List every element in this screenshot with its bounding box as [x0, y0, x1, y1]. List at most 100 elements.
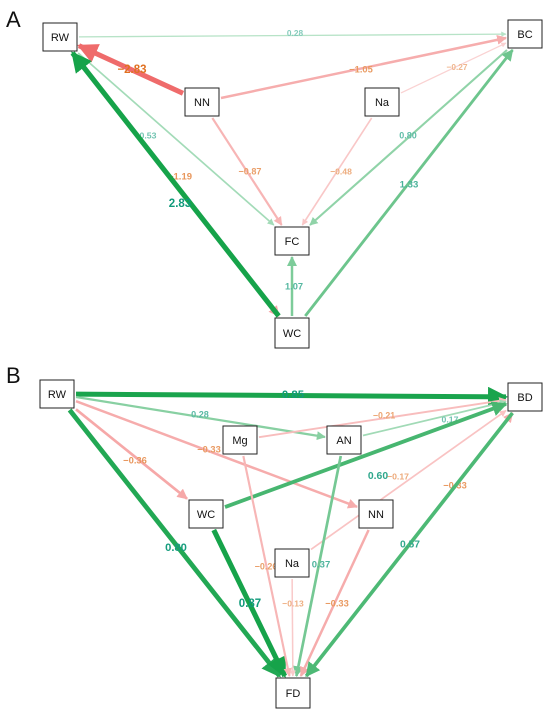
panel-a-edges: 0.28 −2.83 −1.05 −0.27 0.53 −1.19 2.83 −0.87 −0.…	[70, 28, 514, 318]
edge-rw-to-wc-label: −0.36	[123, 454, 147, 465]
node-fd-label: FD	[286, 688, 301, 700]
node-bd: BD	[507, 382, 543, 412]
edge-rw-to-bc-label: 0.28	[287, 28, 304, 38]
edge-rw-to-an	[75, 395, 326, 441]
edge-an-to-bd-label: 0.17	[442, 414, 459, 424]
node-na-label: Na	[375, 97, 390, 109]
node-rw-box	[39, 379, 75, 409]
edge-wc-to-bc-label: 1.33	[400, 180, 419, 191]
node-fd: FD	[275, 677, 311, 709]
edge-mg-to-fd	[242, 455, 293, 677]
edge-na-to-fd-label: −0.13	[282, 598, 304, 608]
edge-na-to-bd	[310, 409, 507, 551]
edge-na-to-bc	[400, 42, 507, 94]
edge-na-to-bd-label: −0.17	[387, 471, 409, 481]
edge-na-to-fc	[301, 117, 373, 226]
edge-wc-to-bd-label: 0.60	[368, 471, 388, 482]
node-na: Na	[274, 548, 310, 578]
edge-rw-to-nn-label: −0.33	[197, 444, 221, 454]
panel-b-letter: B	[6, 363, 21, 388]
edge-nn-to-fc	[211, 117, 283, 226]
edge-mg-to-bd-label: −0.21	[373, 410, 395, 420]
edge-an-to-fd-label: 0.37	[312, 560, 331, 571]
node-rw-label: RW	[48, 389, 67, 401]
node-wc: WC	[274, 317, 310, 349]
edge-rw-to-bd	[75, 386, 508, 407]
node-fd-box	[275, 677, 311, 709]
node-rw-box	[42, 22, 78, 52]
edge-an-to-bd	[362, 399, 507, 437]
edge-an-to-fd	[293, 455, 343, 678]
node-rw: RW	[42, 22, 78, 52]
node-rw: RW	[39, 379, 75, 409]
node-nn: NN	[184, 87, 220, 117]
node-nn: NN	[358, 499, 394, 529]
node-wc-label: WC	[283, 328, 301, 340]
node-na-label: Na	[285, 558, 300, 570]
panel-a-letter: A	[6, 7, 21, 32]
node-nn-label: NN	[194, 97, 210, 109]
node-wc-label: WC	[197, 509, 215, 521]
node-mg-box	[222, 425, 258, 455]
edge-rw-to-bc	[78, 31, 507, 38]
node-rw-label: RW	[51, 32, 70, 44]
edge-rw-to-wc-label: −1.19	[168, 172, 192, 183]
edge-wc-to-fc-label: 1.07	[285, 281, 303, 291]
node-na: Na	[364, 87, 400, 117]
node-na-box	[274, 548, 310, 578]
edge-mg-to-bd	[258, 397, 507, 439]
edge-rw-to-an-label: 0.28	[191, 409, 209, 419]
node-bc: BC	[507, 19, 543, 49]
panel-b: B 0.85 0.28 −0.21 0.17 −0.33 −0.36 0.60−0.17 −0…	[6, 363, 543, 709]
edge-na-to-bc-label: −0.27	[447, 62, 468, 72]
edge-na-to-fd	[289, 578, 296, 677]
node-bc-box	[507, 19, 543, 49]
node-bd-box	[507, 382, 543, 412]
edge-bc-to-fc-label: 0.80	[399, 130, 417, 140]
edge-bc-to-fc	[309, 49, 508, 226]
node-mg: Mg	[222, 425, 258, 455]
edge-rw-to-nn	[75, 399, 358, 509]
node-nn-box	[358, 499, 394, 529]
node-nn-box	[184, 87, 220, 117]
node-wc-box	[188, 499, 224, 529]
node-mg-label: Mg	[232, 435, 247, 447]
node-bc-label: BC	[517, 29, 532, 41]
edge-bd-to-fd-label: 0.57	[400, 540, 420, 551]
edge-rw-to-wc	[75, 408, 188, 500]
node-fc: FC	[274, 226, 310, 256]
edge-rw-to-fc-label: 0.53	[140, 130, 157, 140]
edge-wc-to-rw-label: 2.83	[169, 198, 191, 210]
node-wc-box	[274, 317, 310, 349]
edge-mg-to-fd-label: −0.26	[255, 561, 278, 571]
edge-wc-to-bd	[224, 401, 508, 509]
node-na-box	[364, 87, 400, 117]
edge-wc-to-fd	[211, 528, 288, 678]
node-fc-label: FC	[285, 236, 300, 248]
edge-wc-to-fd-label: 0.87	[239, 598, 261, 610]
panel-a: A 0.28 −2.83 −1.05 −0.27 0.53 −1.19 2.83 −0.87 −…	[6, 7, 543, 349]
edge-nn-to-fd	[299, 529, 370, 677]
edge-nn-to-rw-label: −2.83	[117, 64, 146, 76]
node-bd-label: BD	[517, 392, 532, 404]
node-fc-box	[274, 226, 310, 256]
edge-nn-to-bc-label: −1.05	[349, 64, 373, 74]
node-an: AN	[326, 425, 362, 455]
node-wc: WC	[188, 499, 224, 529]
edge-rw-to-bd-label: 0.85	[282, 389, 305, 401]
edge-rw-to-fd	[67, 408, 282, 678]
node-nn-label: NN	[368, 509, 384, 521]
edge-na-to-fc-label: −0.48	[330, 166, 352, 176]
edge-rw-to-fc	[77, 52, 275, 226]
edge-nn-to-fd-label: −0.33	[325, 598, 349, 608]
edge-wc-to-rw	[70, 51, 281, 318]
panel-b-edges: 0.85 0.28 −0.21 0.17 −0.33 −0.36 0.60−0.17 −0.3…	[67, 386, 514, 678]
edge-rw-to-fd-label: 0.80	[165, 542, 187, 554]
edge-nn-to-bc	[220, 35, 507, 100]
edge-nn-to-rw	[77, 43, 185, 96]
edge-nn-to-fc-label: −0.87	[238, 166, 261, 176]
edge-wc-to-bc	[304, 49, 514, 317]
